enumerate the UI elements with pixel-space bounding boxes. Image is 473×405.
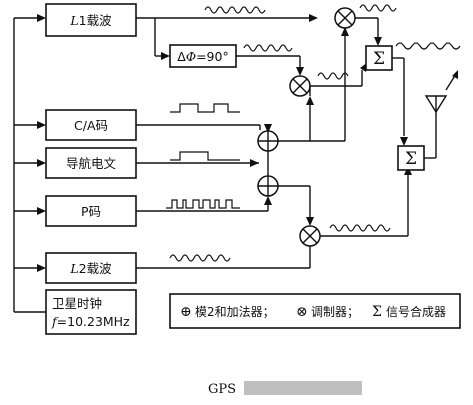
legend-modulator-symbol: ⊗ [296,304,308,320]
l1-shifted-waveform [243,44,293,52]
clock-bus [13,14,46,313]
clock-freq-value: =10.23MHz [57,314,130,329]
l2-carrier-waveform [169,254,231,262]
modulator-l1 [334,7,356,29]
l1-carrier-wires [136,6,318,76]
antenna-icon [424,70,458,114]
phase-shift-prefix: Δ [177,49,186,64]
legend-mod2-adder-symbol: ⊕ [180,304,192,320]
l1-carrier-label: 1载波 [79,13,112,28]
l2-carrier-block: L2载波 [45,252,137,284]
modulator-l2 [299,225,321,247]
legend: ⊕ 模2和加法器； ⊗ 调制器； Σ 信号合成器 [169,293,461,329]
nav-message-block: 导航电文 [45,147,137,179]
legend-combiner-symbol: Σ [372,304,382,320]
combiner-final-symbol: Σ [405,149,417,169]
legend-mod2-adder-label: 模2和加法器； [195,305,275,319]
legend-combiner-label: 信号合成器 [386,304,446,319]
caption: GPS [208,381,362,397]
combiner-l1-symbol: Σ [373,49,385,69]
mod2-adder-top [257,130,279,152]
p-code-waveform [166,199,240,209]
nav-message-label: 导航电文 [66,156,117,171]
l1-carrier-block: L1载波 [45,3,137,37]
caption-text: GPS [208,382,236,397]
ca-code-label: C/A码 [74,118,108,133]
svg-text:L1载波: L1载波 [69,13,112,28]
clock-label-line1: 卫星时钟 [52,296,102,311]
legend-modulator-label: 调制器； [311,305,359,319]
ca-code-waveform [170,103,240,113]
svg-text:ΔΦ=90°: ΔΦ=90° [177,49,228,64]
modulator-l1-shifted [289,75,311,97]
l1-carrier-var: L [69,13,78,28]
l2-carrier-label: 2载波 [79,261,112,276]
satellite-clock-block: 卫星时钟 f=10.23MHz [45,289,137,335]
clock-freq-var: f [51,314,59,329]
caption-watermark [244,381,362,395]
svg-text:L2载波: L2载波 [69,261,112,276]
l1-combined-waveform [395,42,461,50]
svg-text:f=10.23MHz: f=10.23MHz [51,314,130,329]
phase-shift-label: =90° [196,49,229,64]
l2-modulated-waveform [329,224,391,232]
phase-shift-block: ΔΦ=90° [169,44,237,68]
nav-message-waveform [170,151,240,161]
l1-modulated-waveform [359,4,397,12]
l1-carrier-waveform [204,6,266,14]
ca-code-block: C/A码 [45,109,137,141]
adder-wires [267,27,349,226]
combiner-final: Σ [397,145,425,171]
mod2-adder-bottom [257,175,279,197]
combiner-l1: Σ [365,45,393,71]
combiner-wires [392,42,461,159]
l2-carrier-var: L [69,261,78,276]
code-wires [136,103,272,212]
l1-quadrature-waveform [317,72,349,80]
p-code-block: P码 [45,195,137,227]
phase-shift-var: Φ [186,49,196,64]
p-code-label: P码 [81,204,101,219]
